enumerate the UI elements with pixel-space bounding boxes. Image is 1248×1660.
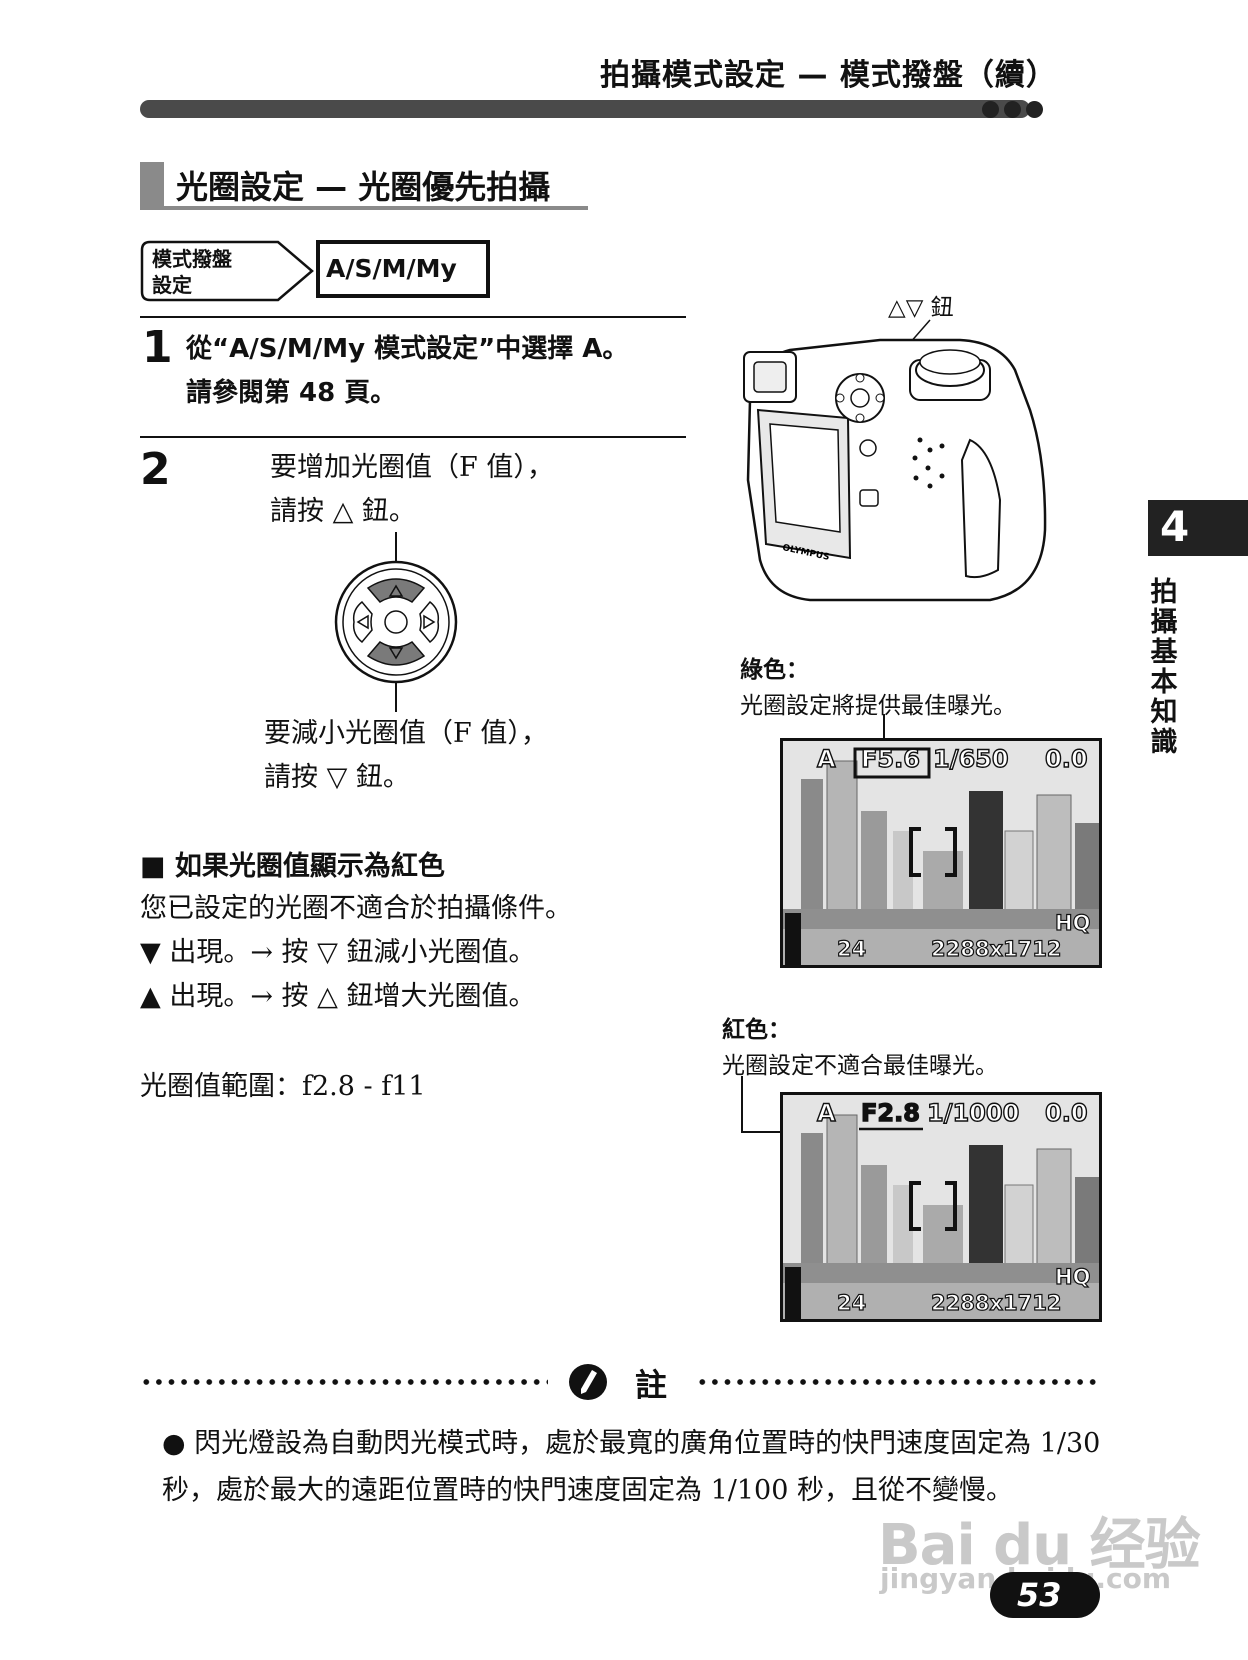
green-caption-body: 光圈設定將提供最佳曝光。 xyxy=(740,693,1016,719)
city-skyline-image xyxy=(783,741,1099,965)
red-warning-heading: ■ 如果光圈值顯示為紅色 xyxy=(140,851,445,882)
page-number: 53 xyxy=(1017,1576,1062,1614)
chapter-title-char: 知 xyxy=(1150,697,1178,728)
step2-up-instruction: 要增加光圈值（F 值）， 請按 △ 鈕。 xyxy=(270,452,554,527)
lcd-aperture: F2.8 xyxy=(860,1098,920,1127)
lcd-quality: HQ xyxy=(1054,910,1091,935)
green-caption-title: 綠色： xyxy=(740,657,809,683)
chapter-title-char: 攝 xyxy=(1150,607,1178,638)
red-caption-body: 光圈設定不適合最佳曝光。 xyxy=(722,1053,998,1079)
note-text: ● 閃光燈設為自動閃光模式時，處於最寬的廣角位置時的快門速度固定為 1/30 秒… xyxy=(162,1428,1101,1506)
lcd-ev: 0.0 xyxy=(1044,1098,1088,1127)
chapter-number: 4 xyxy=(1160,502,1190,551)
mode-box-label: A/S/M/My xyxy=(326,254,457,283)
city-skyline-image xyxy=(783,1095,1099,1319)
lcd-shot-count: 24 xyxy=(836,1290,867,1315)
red-caption-title: 紅色： xyxy=(722,1017,791,1043)
lcd-red-screen: A F2.8 1/1000 0.0 HQ 24 2288x1712 xyxy=(780,1092,1102,1322)
mode-dial-tag-shape xyxy=(140,240,314,302)
mode-box xyxy=(316,240,490,298)
note-pencil-icon xyxy=(569,1364,607,1400)
section-underline xyxy=(164,206,588,210)
step-divider xyxy=(140,316,686,318)
running-header: 拍攝模式設定 — 模式撥盤（續） xyxy=(600,58,1057,93)
header-dot xyxy=(1026,101,1043,118)
red-warning-line3: ▲ 出現。→ 按 △ 鈕增大光圈值。 xyxy=(140,981,536,1012)
lcd-resolution: 2288x1712 xyxy=(930,1290,1062,1315)
chapter-title-char: 拍 xyxy=(1150,577,1178,608)
lcd-shutter: 1/1000 xyxy=(926,1098,1020,1127)
header-dot xyxy=(1004,101,1021,118)
aperture-range: 光圈值範圍：f2.8 - f11 xyxy=(140,1071,426,1102)
header-dot xyxy=(982,101,999,118)
step-number-1: 1 xyxy=(142,322,173,373)
red-warning-line2: ▼ 出現。→ 按 ▽ 鈕減小光圈值。 xyxy=(140,937,536,968)
camera-illustration: OLYMPUS xyxy=(743,319,1047,602)
button-callout-label: △▽ 鈕 xyxy=(888,295,954,321)
lcd-green-screen: A F5.6 1/650 0.0 HQ 24 2288x1712 xyxy=(780,738,1102,968)
note-dotted-rule-right xyxy=(696,1379,1100,1385)
chapter-title-char: 識 xyxy=(1150,727,1178,758)
note-dotted-rule-left xyxy=(140,1379,548,1385)
lcd-shot-count: 24 xyxy=(836,936,867,961)
chapter-tab xyxy=(1148,500,1248,556)
mode-dial-tag-text: 模式撥盤 設定 xyxy=(152,247,232,297)
step1-instruction: 從“A/S/M/My 模式設定”中選擇 A。 請參閱第 48 頁。 xyxy=(186,334,629,408)
note-label: 註 xyxy=(635,1366,668,1404)
step-divider xyxy=(140,436,686,438)
section-marker xyxy=(140,162,164,210)
lcd-quality: HQ xyxy=(1054,1264,1091,1289)
step2-down-instruction: 要減小光圈值（F 值）， 請按 ▽ 鈕。 xyxy=(264,718,548,793)
lcd-mode: A xyxy=(816,744,836,773)
lcd-mode: A xyxy=(816,1098,836,1127)
arrow-pad-icon xyxy=(334,532,458,712)
red-warning-line1: 您已設定的光圈不適合於拍攝條件。 xyxy=(140,893,572,924)
watermark-logo: Bai du 经验 xyxy=(878,1513,1201,1578)
section-title: 光圈設定 — 光圈優先拍攝 xyxy=(176,168,551,206)
step-number-2: 2 xyxy=(140,444,171,495)
lcd-ev: 0.0 xyxy=(1044,744,1088,773)
chapter-title-char: 基 xyxy=(1150,637,1178,668)
chapter-title-char: 本 xyxy=(1150,667,1178,698)
lcd-resolution: 2288x1712 xyxy=(930,936,1062,961)
header-rule xyxy=(140,100,1030,118)
page-number-pill xyxy=(990,1572,1100,1618)
lcd-aperture: F5.6 xyxy=(860,744,920,773)
lcd-shutter: 1/650 xyxy=(932,744,1009,773)
